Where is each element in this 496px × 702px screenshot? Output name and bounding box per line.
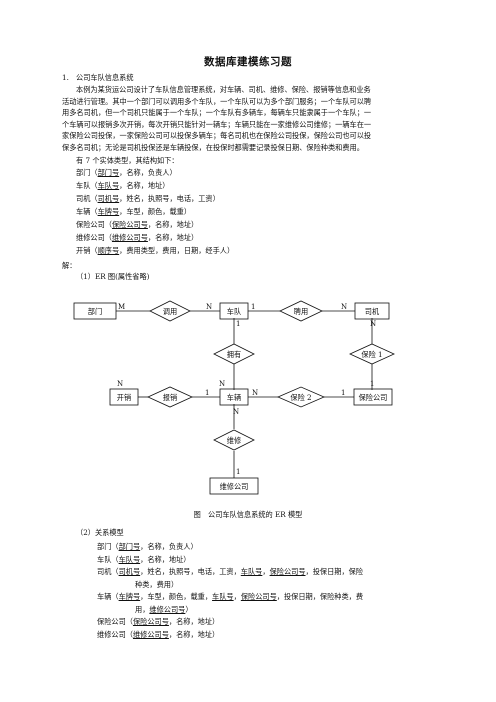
card-expense-reimb: N xyxy=(117,380,123,388)
primary-key: 司机号 xyxy=(97,194,120,203)
card-dept-dispatch: M xyxy=(118,303,125,311)
key-attribute: 保险公司号 xyxy=(240,592,277,601)
er-rel-reimb xyxy=(147,386,193,408)
card-vehicle-ins2: N xyxy=(252,389,258,397)
er-rel-reimb-label: 报销 xyxy=(163,393,177,402)
key-attribute: 保险公司号 xyxy=(269,567,306,576)
er-rel-ins1-label: 保险 1 xyxy=(361,350,382,359)
key-attribute: 维修公司号 xyxy=(132,629,169,639)
primary-key: 车队号 xyxy=(97,181,120,190)
paragraph-line: 个车辆可以报销多次开销，每次开销只能针对一辆车；车辆只能在一家维修公司维修；一辆… xyxy=(62,119,372,129)
er-rel-dispatch-label: 调用 xyxy=(163,307,177,316)
er-entity-repco xyxy=(209,477,259,495)
doc-title: 数据库建模练习题 xyxy=(204,56,292,68)
er-rel-hire xyxy=(279,300,323,322)
key-attribute: 部门号 xyxy=(118,542,141,551)
card-insco-ins1: 1 xyxy=(370,380,374,388)
paragraph-line: 本例为某货运公司设计了车队信息管理系统，对车辆、司机、维修、保险、报销等信息和业… xyxy=(76,85,371,94)
card-team-dispatch: N xyxy=(206,303,212,311)
entity-definition: 保险公司（保险公司号，名称，地址） xyxy=(76,220,199,229)
entities-intro: 有 7 个实体类型，其结构如下： xyxy=(76,156,179,165)
key-attribute: 维修公司号 xyxy=(149,604,186,614)
er-entity-insco xyxy=(353,388,393,406)
primary-key: 保险公司号 xyxy=(111,220,148,229)
er-rel-ins1 xyxy=(349,343,395,365)
primary-key: 部门号 xyxy=(97,168,120,177)
relation-schema: 车队（车队号，名称，地址） xyxy=(97,554,191,564)
er-rel-own xyxy=(213,343,255,365)
er-entity-team xyxy=(219,302,249,320)
card-driver-hire: N xyxy=(341,303,347,311)
er-rel-repair xyxy=(213,429,255,451)
key-attribute: 车队号 xyxy=(118,554,141,564)
er-rel-ins2 xyxy=(276,386,326,408)
relational-heading: （2）关系模型 xyxy=(76,528,124,537)
primary-key: 顺序号 xyxy=(97,246,120,255)
entity-definition: 车队（车队号，名称，地址） xyxy=(76,181,170,190)
er-entity-expense-label: 开销 xyxy=(117,393,131,402)
card-team-own: 1 xyxy=(236,320,240,328)
er-entity-repco-label: 维修公司 xyxy=(220,482,249,491)
entity-definition: 车辆（车牌号，车型，颜色，载重） xyxy=(76,207,192,216)
er-entity-dept xyxy=(73,302,117,320)
er-entity-expense xyxy=(109,388,139,406)
relation-schema: 车辆（车牌号，车型，颜色，载重，车队号，保险公司号，投保日期，保险种类，费 xyxy=(97,592,364,601)
er-entity-dept-label: 部门 xyxy=(88,307,102,316)
card-team-hire: 1 xyxy=(251,303,255,311)
er-entity-driver-label: 司机 xyxy=(365,307,380,316)
er-rel-own-label: 拥有 xyxy=(227,350,241,359)
er-entity-team-label: 车队 xyxy=(227,307,241,316)
paragraph-line: 家保险公司投保，一家保险公司可以投保多辆车；每名司机也在保险公司投保，保险公司也… xyxy=(62,131,372,141)
card-vehicle-reimb: 1 xyxy=(205,389,209,397)
entity-definition: 开销（顺序号，费用类型，费用，日期，经手人） xyxy=(76,246,235,255)
er-heading: （1）ER 图(属性省略) xyxy=(76,272,150,281)
er-rel-hire-label: 聘用 xyxy=(294,307,308,316)
key-attribute: 车队号 xyxy=(240,567,263,576)
relation-schema: 维修公司（维修公司号，名称，地址） xyxy=(97,629,220,639)
card-vehicle-repair: N xyxy=(233,408,239,416)
relation-schema: 保险公司（保险公司号，名称，地址） xyxy=(97,617,220,626)
er-rel-repair-label: 维修 xyxy=(227,436,241,445)
section-heading: 1. 公司车队信息系统 xyxy=(62,73,134,82)
relation-schema-continued: 用，维修公司号） xyxy=(135,604,193,614)
paragraph-line: 用多名司机，但一个司机只能属于一个车队；一个车队有多辆车，每辆车只能隶属于一个车… xyxy=(62,108,372,118)
paragraph-line: 活动进行管理。其中一个部门可以调用多个车队，一个车队可以为多个部门服务；一个车队… xyxy=(62,96,372,106)
key-attribute: 车队号 xyxy=(212,592,234,601)
key-attribute: 车牌号 xyxy=(118,592,141,601)
er-entity-insco-label: 保险公司 xyxy=(359,393,388,402)
relation-schema-continued: 种类，费用） xyxy=(135,579,179,589)
er-entity-vehicle xyxy=(219,388,249,406)
card-repco-repair: 1 xyxy=(236,468,240,476)
er-entity-vehicle-label: 车辆 xyxy=(227,393,241,402)
er-rel-ins2-label: 保险 2 xyxy=(290,393,311,402)
er-entity-driver xyxy=(354,302,390,320)
paragraph-line: 保多名司机；无论是司机投保还是车辆投保，在投保时都需要记录投保日期、保险种类和费… xyxy=(62,142,364,152)
key-attribute: 保险公司号 xyxy=(132,617,169,626)
relation-schema: 司机（司机号，姓名，执照号，电话，工资，车队号，保险公司号，投保日期，保险 xyxy=(97,567,364,576)
entity-definition: 部门（部门号，名称，负责人） xyxy=(76,168,177,177)
card-vehicle-own: N xyxy=(219,380,225,388)
primary-key: 车牌号 xyxy=(97,207,120,216)
key-attribute: 司机号 xyxy=(118,567,141,576)
entity-definition: 维修公司（维修公司号，名称，地址） xyxy=(76,233,199,242)
card-driver-ins1: N xyxy=(370,320,376,328)
primary-key: 维修公司号 xyxy=(111,233,148,242)
figure-caption: 图 公司车队信息系统的 ER 模型 xyxy=(193,510,303,519)
solution-label: 解： xyxy=(62,261,77,270)
er-rel-dispatch xyxy=(149,300,191,322)
relation-schema: 部门（部门号，名称，负责人） xyxy=(97,542,198,551)
card-insco-ins2: 1 xyxy=(341,389,345,397)
problem-paragraph: 本例为某货运公司设计了车队信息管理系统，对车辆、司机、维修、保险、报销等信息和业… xyxy=(62,84,438,154)
entity-definition: 司机（司机号，姓名，执照号，电话，工资） xyxy=(76,194,220,203)
